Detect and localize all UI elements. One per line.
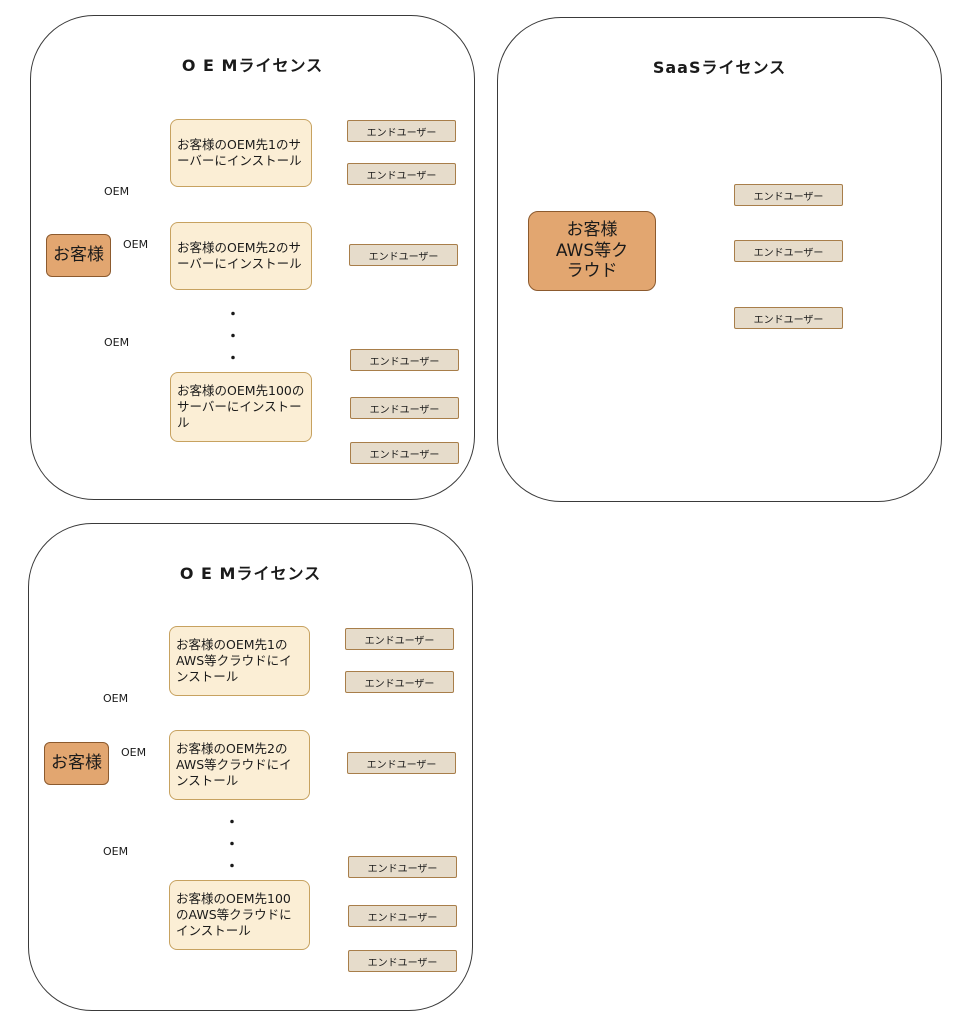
- end-user-box: エンドユーザー: [345, 671, 454, 693]
- end-user-box: エンドユーザー: [347, 752, 456, 774]
- oem-partner-100: お客様のOEM先100のAWS等クラウドにインストール: [169, 880, 310, 950]
- end-user-box: エンドユーザー: [350, 397, 459, 419]
- end-user-box: エンドユーザー: [734, 240, 843, 262]
- oem-partner-100: お客様のOEM先100のサーバーにインストール: [170, 372, 312, 442]
- ellipsis-dot-3: ・: [225, 859, 239, 875]
- ellipsis-dot-1: ・: [226, 307, 240, 323]
- oem-partner-1-label: お客様のOEM先1のサーバーにインストール: [177, 136, 302, 168]
- oem-partner-100-label: お客様のOEM先100のAWS等クラウドにインストール: [176, 890, 292, 939]
- oem-label-1: OEM: [103, 692, 129, 705]
- end-user-box: エンドユーザー: [347, 163, 456, 185]
- end-user-box: エンドユーザー: [347, 120, 456, 142]
- oem-partner-1: お客様のOEM先1のAWS等クラウドにインストール: [169, 626, 310, 696]
- oem-partner-2-label: お客様のOEM先2のサーバーにインストール: [177, 239, 302, 271]
- panel-title: O E Mライセンス: [181, 56, 324, 75]
- panel-title: O E Mライセンス: [179, 564, 322, 583]
- oem-label-1: OEM: [104, 185, 130, 198]
- ellipsis-dot-2: ・: [225, 837, 239, 853]
- oem-label-2: OEM: [123, 238, 149, 251]
- end-user-box: エンドユーザー: [345, 628, 454, 650]
- end-user-box: エンドユーザー: [349, 244, 458, 266]
- customer-cloud-label: お客様AWS等クラウド: [555, 220, 629, 282]
- oem-partner-100-label: お客様のOEM先100のサーバーにインストール: [177, 382, 305, 431]
- oem-partner-1-label: お客様のOEM先1のAWS等クラウドにインストール: [176, 636, 292, 685]
- end-user-box: エンドユーザー: [734, 307, 843, 329]
- customer-node: お客様: [44, 742, 109, 785]
- end-user-box: エンドユーザー: [348, 856, 457, 878]
- oem-partner-2: お客様のOEM先2のサーバーにインストール: [170, 222, 312, 290]
- oem-partner-1: お客様のOEM先1のサーバーにインストール: [170, 119, 312, 187]
- ellipsis-dot-2: ・: [226, 329, 240, 345]
- oem-label-3: OEM: [103, 845, 129, 858]
- ellipsis-dot-1: ・: [225, 815, 239, 831]
- customer-cloud-node: お客様AWS等クラウド: [528, 211, 656, 291]
- end-user-box: エンドユーザー: [348, 905, 457, 927]
- oem-partner-2: お客様のOEM先2のAWS等クラウドにインストール: [169, 730, 310, 800]
- end-user-box: エンドユーザー: [350, 349, 459, 371]
- end-user-box: エンドユーザー: [734, 184, 843, 206]
- panel-title: SaaSライセンス: [652, 58, 787, 77]
- oem-partner-2-label: お客様のOEM先2のAWS等クラウドにインストール: [176, 740, 292, 789]
- end-user-box: エンドユーザー: [350, 442, 459, 464]
- end-user-box: エンドユーザー: [348, 950, 457, 972]
- oem-label-3: OEM: [104, 336, 130, 349]
- customer-node: お客様: [46, 234, 111, 277]
- oem-label-2: OEM: [121, 746, 147, 759]
- ellipsis-dot-3: ・: [226, 351, 240, 367]
